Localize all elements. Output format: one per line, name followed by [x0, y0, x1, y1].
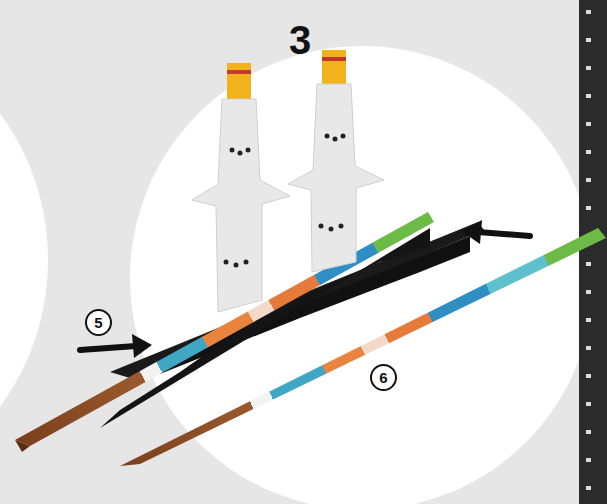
callout-number: 6: [379, 370, 387, 385]
callout-number: 5: [94, 315, 102, 330]
motion-arrow: [80, 334, 152, 358]
deck-strip: [120, 228, 606, 466]
tower: [192, 63, 290, 312]
film-strip: [579, 0, 607, 504]
motion-arrow: [461, 220, 530, 244]
step-number: 3: [289, 20, 311, 60]
callout-circle: 6: [370, 364, 397, 391]
tower: [288, 50, 384, 272]
callout-circle: 5: [85, 309, 112, 336]
